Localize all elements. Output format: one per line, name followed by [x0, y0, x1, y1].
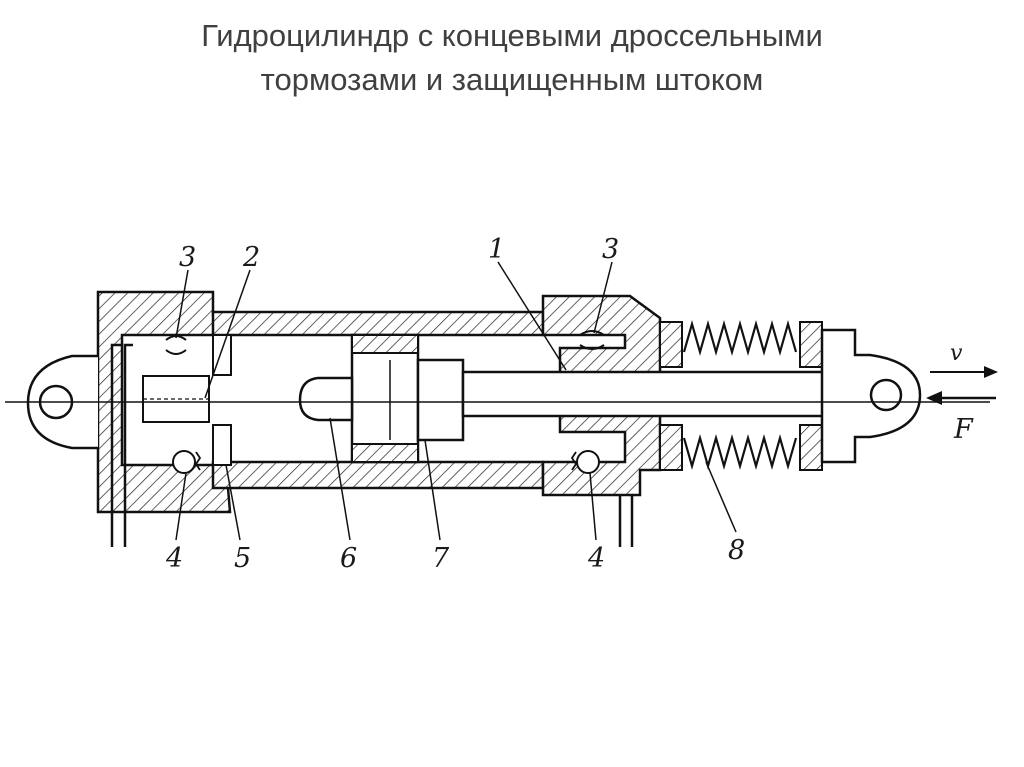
- check-valve-left: [172, 450, 202, 474]
- label-rod: 1: [488, 234, 505, 265]
- plunger: [298, 376, 354, 422]
- slide-title: Гидроцилиндр с концевыми дроссельными то…: [0, 14, 1024, 102]
- label-check-valve-left: 4: [165, 543, 183, 574]
- velocity-arrow: [930, 366, 998, 378]
- label-cavity: 5: [234, 543, 251, 574]
- throttle-left: [165, 335, 187, 355]
- force-arrow: [926, 391, 996, 405]
- label-piston: 7: [432, 543, 450, 574]
- title-line-1: Гидроцилиндр с концевыми дроссельными: [201, 18, 823, 53]
- label-plunger: 6: [340, 543, 357, 574]
- label-throttle-left: 3: [179, 242, 196, 273]
- label-throttle-right: 3: [602, 234, 619, 265]
- check-valve-right: [570, 450, 600, 474]
- right-lug: [820, 328, 922, 464]
- piston: [350, 333, 465, 464]
- bushing: [212, 334, 232, 466]
- label-check-valve-right: 4: [587, 543, 605, 574]
- label-bushing: 2: [242, 242, 260, 273]
- title-line-2: тормозами и защищенным штоком: [260, 62, 764, 97]
- label-bellows: 8: [728, 535, 745, 566]
- label-velocity: v: [950, 341, 963, 366]
- throttle-right: [579, 330, 605, 350]
- label-force: F: [953, 414, 974, 445]
- leader-lines: [175, 261, 737, 541]
- cylinder-barrel: [211, 310, 545, 490]
- piston-rod: [461, 370, 845, 418]
- bellows: [659, 319, 823, 471]
